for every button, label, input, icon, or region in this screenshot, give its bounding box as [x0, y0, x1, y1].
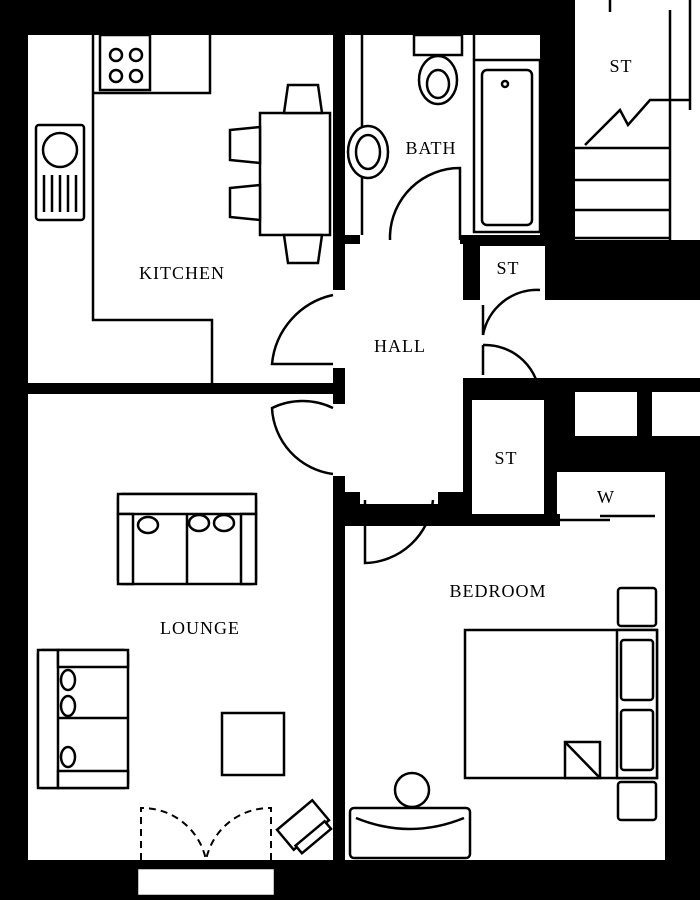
stair-room	[575, 0, 700, 240]
store-lower-room	[472, 400, 544, 514]
hall-room	[345, 244, 463, 492]
label-bath: BATH	[405, 138, 456, 158]
label-hall: HALL	[374, 336, 426, 356]
kitchen-doorway	[330, 290, 346, 368]
label-store-top-right: ST	[609, 56, 632, 76]
label-bedroom: BEDROOM	[449, 581, 546, 601]
label-wardrobe: W	[597, 487, 615, 507]
corridor	[460, 300, 700, 378]
stairs	[575, 0, 692, 240]
bedroom-doorway	[360, 488, 438, 504]
label-lounge: LOUNGE	[160, 618, 240, 638]
dressing-table	[348, 771, 472, 860]
bathroom-fixtures	[346, 33, 542, 235]
bath-doorway	[360, 230, 460, 246]
kitchen-units	[34, 33, 214, 383]
sofa-left	[36, 648, 130, 790]
wall-panel	[575, 392, 637, 436]
toilet-icon	[412, 33, 464, 57]
label-kitchen: KITCHEN	[139, 263, 225, 283]
window-sill	[135, 866, 277, 898]
coffee-table	[220, 711, 286, 777]
doors	[270, 166, 655, 565]
bed	[463, 586, 659, 822]
tv-unit	[275, 798, 333, 856]
lounge-doorway	[330, 404, 346, 476]
wall-panel	[652, 392, 700, 436]
dining-table	[228, 83, 332, 265]
wardrobe-room	[557, 472, 665, 514]
sofa-top	[116, 492, 258, 586]
label-store-hall-upper: ST	[496, 258, 519, 278]
label-store-hall-lower: ST	[494, 448, 517, 468]
